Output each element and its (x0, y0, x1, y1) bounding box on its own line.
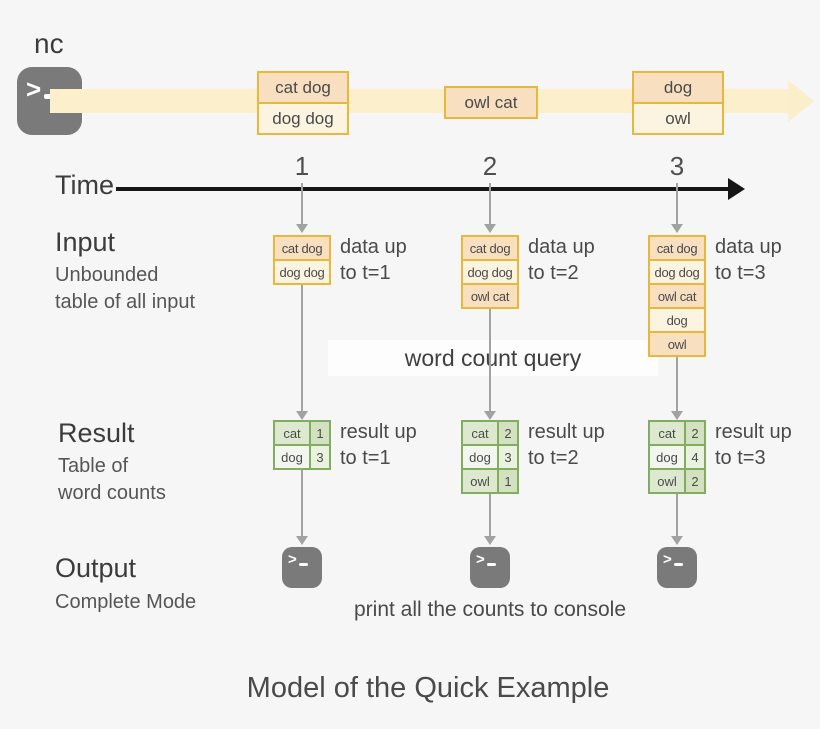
output-caption: print all the counts to console (354, 598, 626, 621)
input-cell: cat dog (275, 237, 329, 261)
result-word-cell: cat (275, 422, 311, 444)
result-subheading: Table of word counts (58, 453, 166, 507)
stream-cell: dog dog (259, 104, 347, 133)
connector-line (301, 285, 303, 412)
arrow-down-icon (296, 224, 308, 233)
input-table-1: cat dog dog dog (273, 235, 331, 285)
input-subheading: Unbounded table of all input (55, 262, 195, 316)
arrow-down-icon (671, 536, 683, 545)
input-cell: cat dog (650, 237, 704, 261)
time-tick-1: 1 (294, 151, 310, 181)
input-cell: owl cat (463, 285, 517, 307)
query-label: word count query (404, 344, 582, 371)
result-subline-1: Table of (58, 455, 129, 477)
result-caption-3: result up to t=3 (715, 421, 792, 469)
input-subline-2: table of all input (55, 291, 196, 313)
arrow-down-icon (296, 536, 308, 545)
input-caption-1: data up to t=1 (340, 236, 407, 284)
time-axis (116, 187, 730, 191)
time-tick-3: 3 (669, 151, 685, 181)
arrow-down-icon (484, 411, 496, 420)
stream-cell: owl (634, 104, 722, 133)
result-count-cell: 1 (499, 470, 517, 492)
result-word-cell: dog (650, 446, 686, 468)
result-word-cell: cat (650, 422, 686, 444)
result-count-cell: 3 (311, 446, 329, 468)
result-count-cell: 1 (311, 422, 329, 444)
input-subline-1: Unbounded (55, 264, 159, 286)
figure-title: Model of the Quick Example (246, 672, 610, 704)
console-icon: > (657, 547, 697, 588)
connector-line (489, 183, 491, 224)
result-count-cell: 2 (499, 422, 517, 444)
prompt-glyph: > (663, 552, 683, 567)
result-table-1: cat 1 dog 3 (273, 420, 331, 470)
connector-line (676, 183, 678, 224)
result-caption-1: result up to t=1 (340, 421, 417, 469)
arrow-down-icon (484, 224, 496, 233)
input-table-2: cat dog dog dog owl cat (461, 235, 519, 309)
input-heading: Input (55, 227, 116, 257)
time-axis-arrowhead-icon (728, 178, 745, 200)
stream-arrowhead-icon (788, 80, 814, 122)
output-subheading: Complete Mode (55, 591, 197, 613)
stream-box-3: dog owl (632, 71, 724, 135)
stream-cell: dog (634, 73, 722, 104)
output-heading: Output (55, 553, 137, 583)
input-cell: owl cat (650, 285, 704, 309)
arrow-down-icon (671, 224, 683, 233)
input-cell: dog dog (275, 261, 329, 283)
arrow-down-icon (671, 411, 683, 420)
connector-line (301, 183, 303, 224)
connector-line (676, 357, 678, 412)
arrow-down-icon (484, 536, 496, 545)
result-table-2: cat 2 dog 3 owl 1 (461, 420, 519, 494)
result-subline-2: word counts (58, 482, 166, 504)
result-count-cell: 3 (499, 446, 517, 468)
input-cell: dog dog (650, 261, 704, 285)
input-caption-3: data up to t=3 (715, 236, 782, 284)
input-cell: dog dog (463, 261, 517, 285)
console-icon: > (470, 547, 510, 588)
connector-line (676, 494, 678, 537)
result-heading: Result (58, 418, 135, 448)
result-count-cell: 4 (686, 446, 704, 468)
source-label: nc (34, 28, 64, 59)
connector-line (489, 494, 491, 537)
input-cell: dog (650, 309, 704, 333)
stream-cell: owl cat (446, 88, 536, 117)
time-label: Time (55, 170, 114, 200)
result-caption-2: result up to t=2 (528, 421, 605, 469)
prompt-glyph: > (288, 552, 308, 567)
connector-line (301, 470, 303, 537)
result-word-cell: dog (275, 446, 311, 468)
stream-box-2: owl cat (444, 86, 538, 119)
input-cell: owl (650, 333, 704, 355)
result-word-cell: owl (463, 470, 499, 492)
result-count-cell: 2 (686, 470, 704, 492)
result-word-cell: cat (463, 422, 499, 444)
input-caption-2: data up to t=2 (528, 236, 595, 284)
stream-cell: cat dog (259, 73, 347, 104)
result-word-cell: owl (650, 470, 686, 492)
prompt-glyph: > (476, 552, 496, 567)
result-word-cell: dog (463, 446, 499, 468)
query-band: word count query (328, 340, 658, 376)
input-cell: cat dog (463, 237, 517, 261)
result-table-3: cat 2 dog 4 owl 2 (648, 420, 706, 494)
stream-box-1: cat dog dog dog (257, 71, 349, 135)
result-count-cell: 2 (686, 422, 704, 444)
console-icon: > (282, 547, 322, 588)
time-tick-2: 2 (482, 151, 498, 181)
connector-line (489, 309, 491, 412)
input-table-3: cat dog dog dog owl cat dog owl (648, 235, 706, 357)
arrow-down-icon (296, 411, 308, 420)
